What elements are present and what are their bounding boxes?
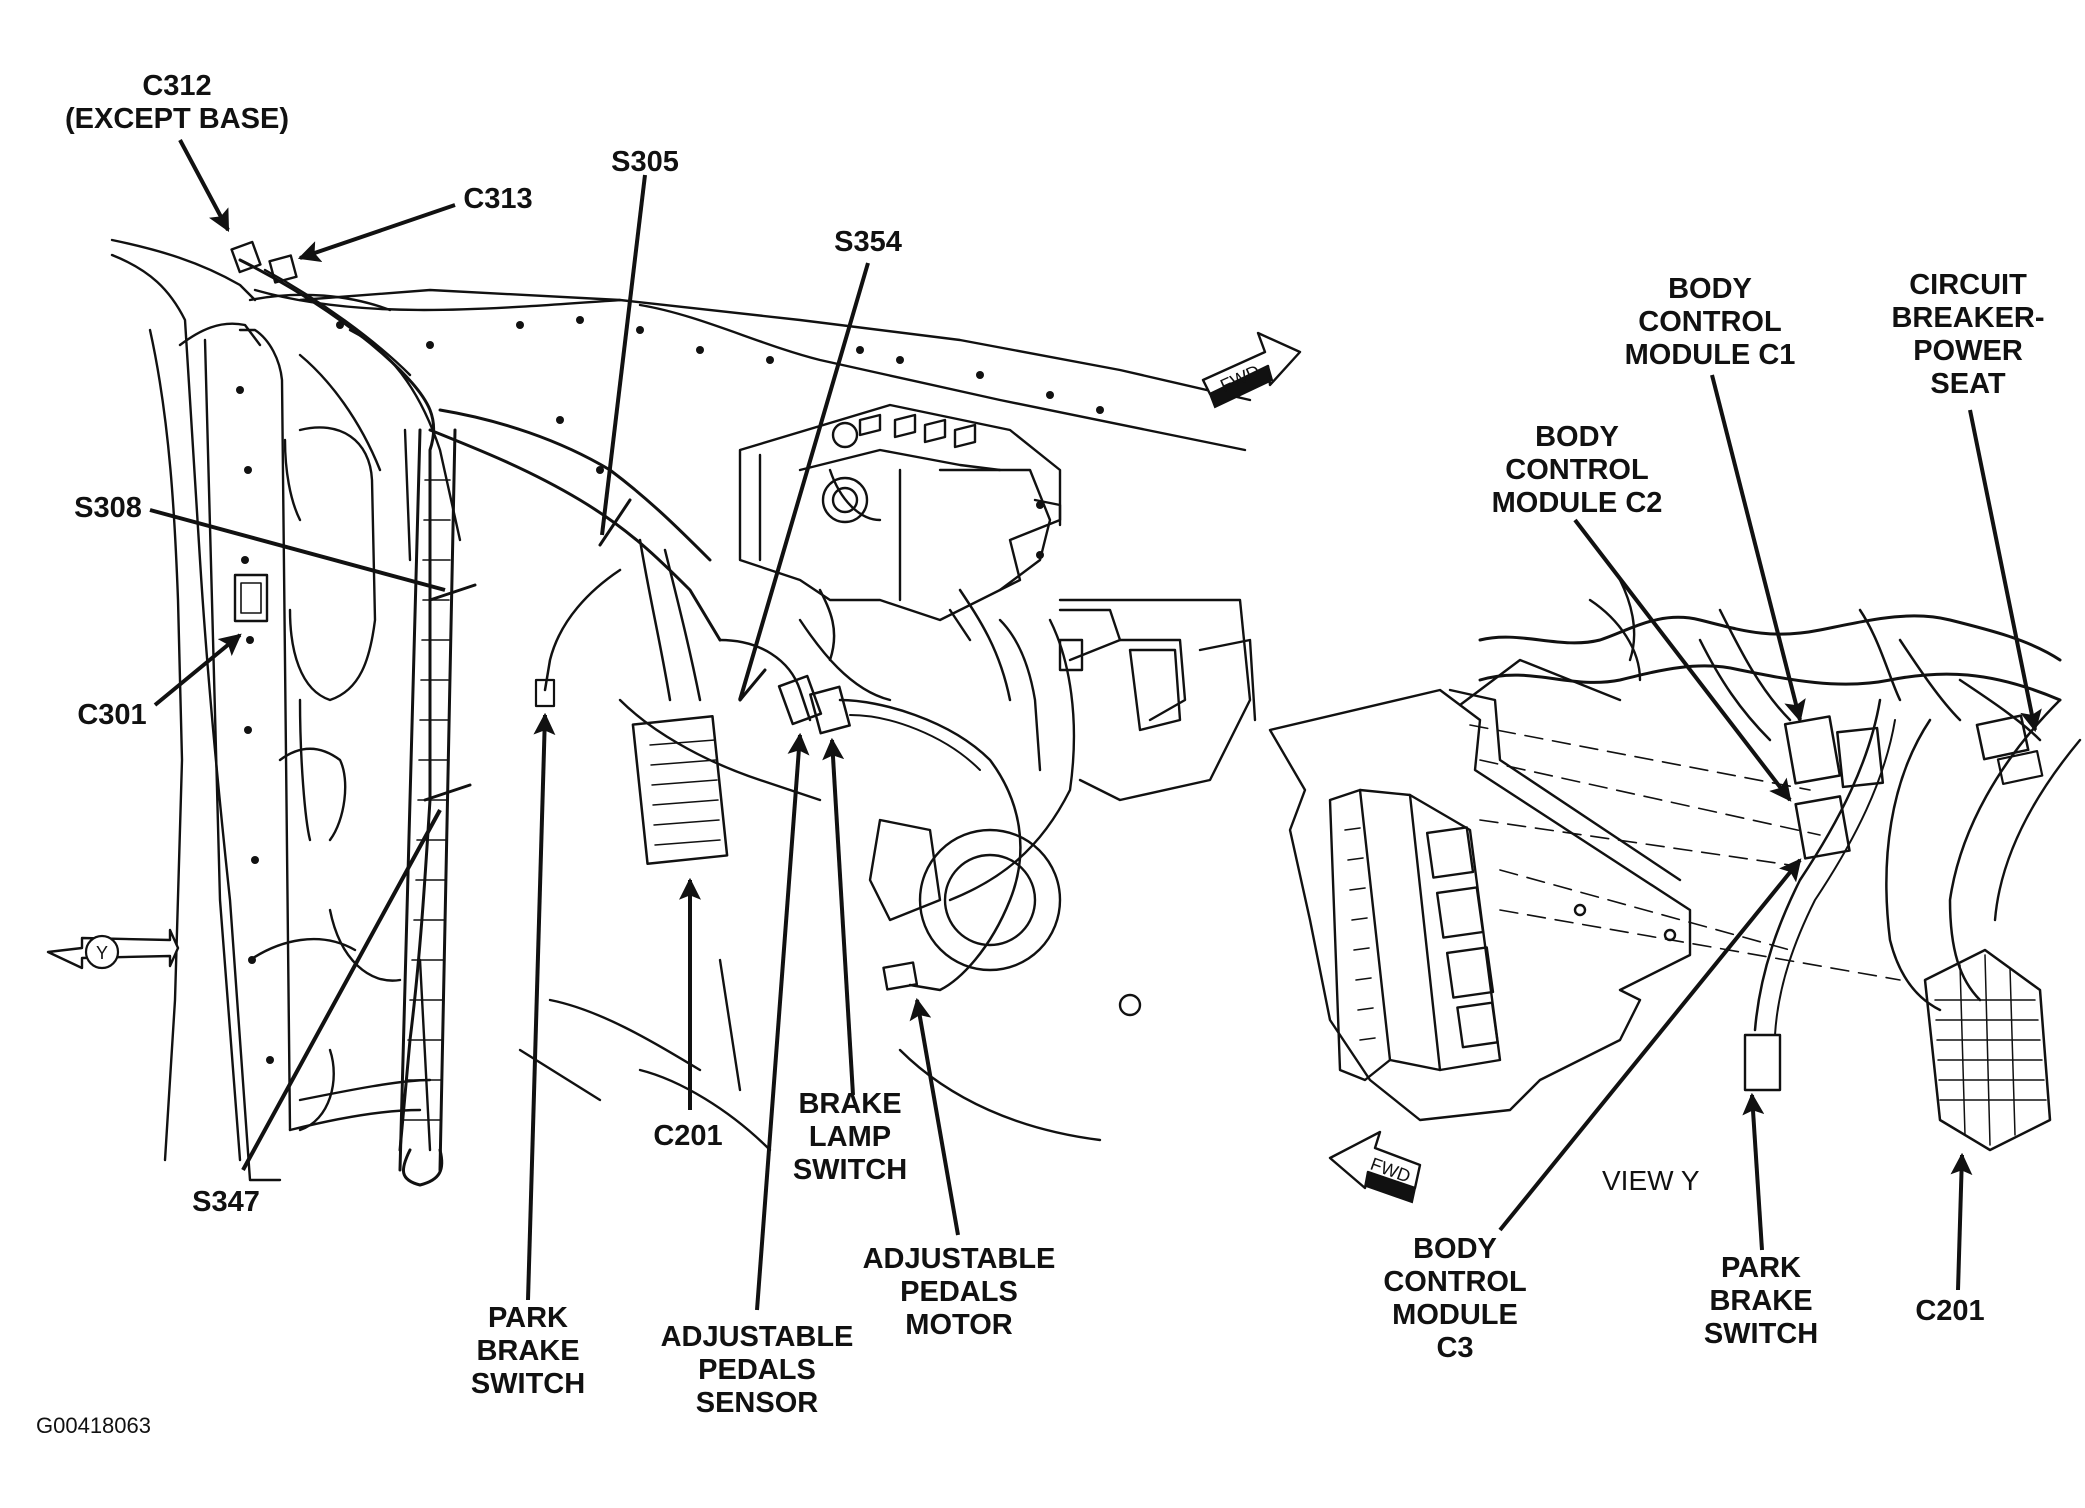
view-marker-letter: Y [96,943,108,963]
leader-lines [149,139,2042,1311]
label-bcm-c2-line1: BODY [1535,421,1619,453]
label-s347: S347 [192,1186,260,1219]
label-bcm-c2: BODY CONTROL MODULE C2 [1492,421,1663,520]
label-adjustable-pedals-motor-line1: ADJUSTABLE [862,1243,1056,1275]
label-s305: S305 [611,146,679,179]
label-c201-left-line1: C201 [653,1120,723,1152]
label-adjustable-pedals-sensor-line2: PEDALS [698,1354,816,1386]
label-bcm-c3-line4: C3 [1436,1332,1474,1364]
label-c201-right: C201 [1915,1295,1984,1328]
label-circuit-breaker-line1: CIRCUIT [1909,269,2027,301]
label-c312-line1: C312 [142,70,212,102]
leader-adjustable-pedals-sensor [755,732,810,1311]
label-s305-line1: S305 [611,146,679,178]
label-s308-line1: S308 [74,492,142,524]
label-adjustable-pedals-motor: ADJUSTABLE PEDALS MOTOR [863,1243,1056,1342]
label-s354: S354 [834,226,902,259]
leader-park-brake-switch-left [526,712,556,1301]
fwd-arrow-right-view: FWD [1328,1130,1422,1204]
label-bcm-c2-line2: CONTROL [1505,454,1649,486]
label-park-brake-switch-left: PARK BRAKE SWITCH [471,1302,585,1401]
label-s347-line1: S347 [192,1186,260,1218]
leader-bcm-c3 [1498,858,1802,1232]
label-circuit-breaker-line3: POWER [1913,335,2023,367]
label-park-brake-switch-right-line1: PARK [1720,1252,1802,1284]
leader-brake-lamp-switch [822,737,855,1096]
label-brake-lamp-switch: BRAKE LAMP SWITCH [793,1088,907,1187]
label-park-brake-switch-left-line1: PARK [487,1302,569,1334]
leader-c313 [297,203,456,263]
label-c201-left: C201 [653,1120,722,1153]
leader-s305 [600,174,647,536]
label-bcm-c2-line3: MODULE C2 [1491,487,1663,519]
leader-s308 [149,508,446,592]
label-bcm-c1-line3: MODULE C1 [1624,339,1796,371]
leader-s354 [738,262,870,701]
label-adjustable-pedals-sensor-line1: ADJUSTABLE [660,1321,854,1353]
fwd-arrow-left-view: FWD [1201,331,1302,409]
label-c313: C313 [463,183,532,216]
label-bcm-c3-line3: MODULE [1392,1299,1518,1331]
leader-bcm-c2 [1573,518,1792,802]
label-c301: C301 [77,699,146,732]
label-park-brake-switch-right: PARK BRAKE SWITCH [1704,1252,1818,1351]
label-park-brake-switch-left-line2: BRAKE [476,1335,580,1367]
label-c312-line2: (EXCEPT BASE) [65,103,289,135]
label-adjustable-pedals-motor-line3: MOTOR [905,1309,1013,1341]
label-park-brake-switch-right-line3: SWITCH [1703,1318,1819,1350]
view-y-marker: Y [46,928,180,970]
label-bcm-c3: BODY CONTROL MODULE C3 [1383,1233,1526,1365]
label-adjustable-pedals-sensor: ADJUSTABLE PEDALS SENSOR [661,1321,854,1420]
leader-s347 [241,809,442,1171]
label-circuit-breaker-power-seat: CIRCUIT BREAKER- POWER SEAT [1891,269,2044,401]
label-brake-lamp-switch-line3: SWITCH [792,1154,908,1186]
dash-panel-illustration [110,238,1257,1187]
label-c312: C312 (EXCEPT BASE) [65,70,289,136]
label-circuit-breaker-line4: SEAT [1930,368,2006,400]
label-bcm-c3-line2: CONTROL [1383,1266,1527,1298]
label-c313-line1: C313 [463,183,533,215]
label-adjustable-pedals-sensor-line3: SENSOR [695,1387,819,1419]
leader-bcm-c1 [1710,374,1806,723]
label-s308: S308 [74,492,142,525]
view-y-illustration [1268,578,2082,1152]
label-circuit-breaker-line2: BREAKER- [1891,302,2045,334]
label-park-brake-switch-left-line3: SWITCH [470,1368,586,1400]
label-c201-right-line1: C201 [1915,1295,1985,1327]
label-bcm-c1-line1: BODY [1668,273,1752,305]
label-bcm-c1-line2: CONTROL [1638,306,1782,338]
label-c301-line1: C301 [77,699,147,731]
label-park-brake-switch-right-line2: BRAKE [1709,1285,1813,1317]
label-bcm-c3-line1: BODY [1413,1233,1497,1265]
leader-c201-right [1950,1152,1973,1291]
figure-id: G00418063 [36,1413,151,1438]
leader-circuit-breaker [1968,409,2042,733]
leader-c301 [153,633,242,707]
label-brake-lamp-switch-line1: BRAKE [798,1088,902,1120]
view-y-caption: VIEW Y [1602,1165,1700,1196]
label-brake-lamp-switch-line2: LAMP [808,1121,892,1153]
leader-adjustable-pedals-motor [909,997,960,1236]
label-bcm-c1: BODY CONTROL MODULE C1 [1625,273,1796,372]
leader-c312 [178,139,230,232]
label-adjustable-pedals-motor-line2: PEDALS [900,1276,1018,1308]
leader-park-brake-switch-right [1742,1092,1765,1251]
label-s354-line1: S354 [834,226,902,258]
